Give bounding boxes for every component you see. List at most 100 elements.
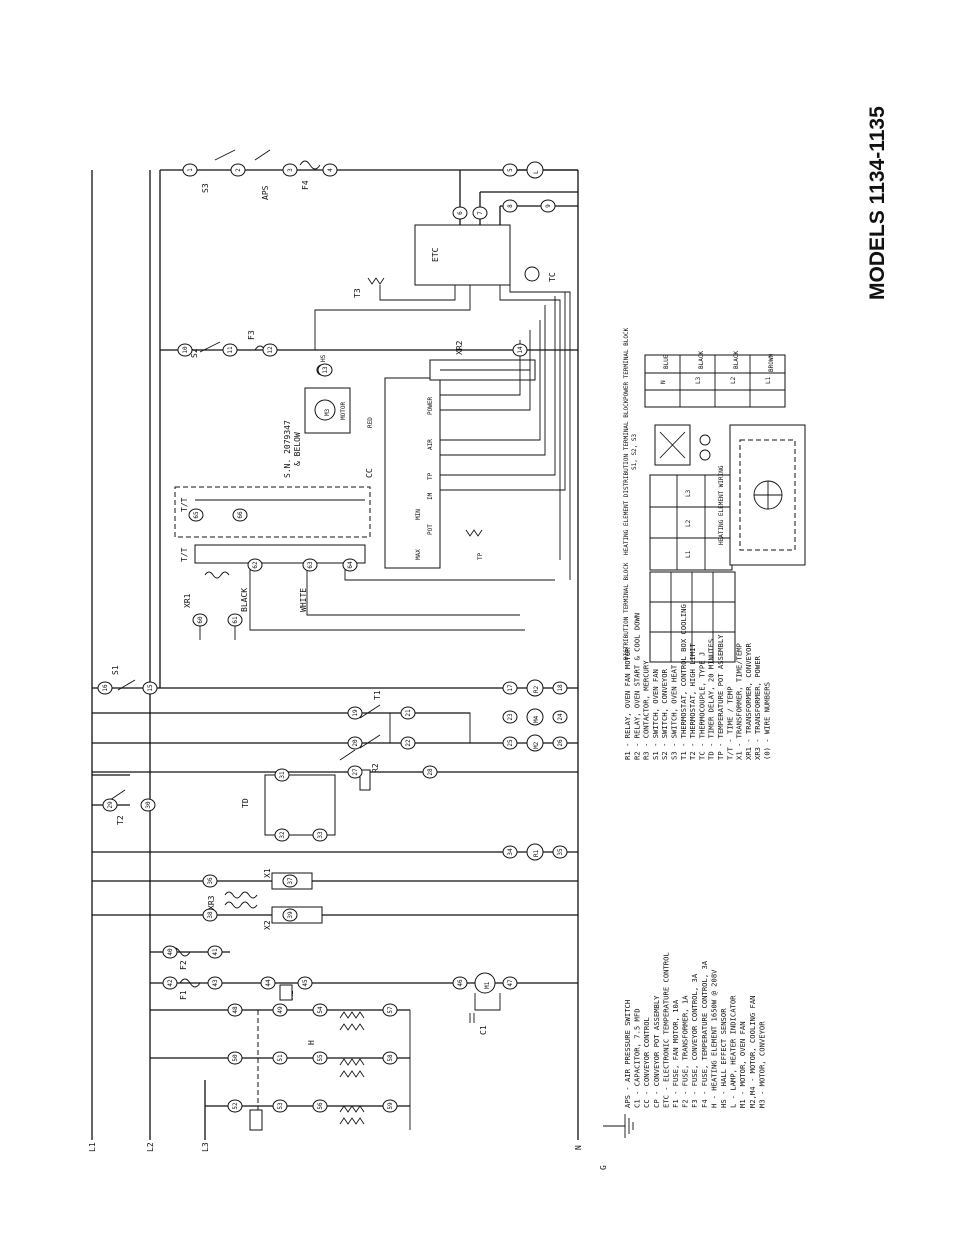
wire-number-bubble [452, 206, 468, 220]
svg-text:L3: L3 [685, 489, 692, 497]
wire-number-bubble [312, 1003, 328, 1017]
svg-text:XR3: XR3 [207, 895, 216, 910]
wire-number-label: 60 [197, 616, 204, 624]
f4-label: F4 [301, 180, 310, 190]
svg-text:TD: TD [241, 798, 250, 808]
svg-text:L3: L3 [695, 376, 702, 384]
legend-entry: S2 - SWITCH, CONVEYOR [660, 668, 669, 760]
wire-number-bubble [182, 163, 198, 177]
wire-number-label: 28 [427, 768, 434, 776]
wire-number-label: 27 [352, 768, 359, 776]
wire-number-bubble [230, 163, 246, 177]
legend-entry: ETC - ELECTRONIC TEMPERATURE CONTROL [661, 952, 670, 1108]
wire-number-bubble [552, 681, 568, 695]
wire-number-bubble [312, 1099, 328, 1113]
svg-text:BLUE: BLUE [663, 354, 670, 369]
wire-number-bubble [502, 976, 518, 990]
wire-number-label: 32 [279, 831, 286, 839]
wire-number-bubble [502, 845, 518, 859]
svg-text:HS: HS [320, 354, 327, 362]
svg-text:M1: M1 [484, 981, 491, 989]
wire-number-label: 5 [507, 168, 514, 172]
legend-entry: T/T - TIME / TEMP [725, 686, 734, 760]
aps-switch [254, 149, 271, 161]
legend-entry: R1 - RELAY, OVEN FAN MOTOR [623, 647, 632, 760]
wire-number-label: 35 [557, 848, 564, 856]
wire-number-label: 59 [387, 1102, 394, 1110]
s3-label: S3 [201, 183, 210, 193]
svg-text:BLACK: BLACK [733, 351, 740, 369]
legend-entry: XR3 - TRANSFORMER, POWER [753, 655, 762, 760]
svg-text:MIN: MIN [415, 509, 422, 520]
svg-text:F2: F2 [179, 960, 188, 970]
wire-number-label: 52 [232, 1102, 239, 1110]
legend-entry: XR1 - TRANSFORMER, CONVEYOR [744, 642, 753, 760]
etc-controller [414, 224, 511, 286]
tt-dashed-box [174, 486, 371, 538]
x-coil-2 [224, 901, 258, 909]
svg-text:X1: X1 [263, 868, 272, 878]
lamp-l [526, 161, 544, 179]
wire-number-bubble [502, 163, 518, 177]
wire-number-label: 45 [302, 979, 309, 987]
legend-entry: F2 - FUSE, TRANSFORMER, 1A [681, 995, 690, 1108]
label-g: G [599, 1165, 608, 1170]
wire-number-label: 54 [317, 1006, 324, 1014]
legend-entry: CP - CONVEYOR POT ASSEMBLY [652, 995, 661, 1108]
aps-label: APS [261, 185, 270, 200]
wire-number-bubble [162, 945, 178, 959]
svg-text:X2: X2 [263, 920, 272, 930]
s1-label: S1 [111, 665, 120, 675]
r2-coil [526, 679, 544, 697]
wire-number-label: 2 [235, 168, 242, 172]
svg-text:& BELOW: & BELOW [293, 432, 302, 466]
wire-number-bubble [227, 1003, 243, 1017]
f1-fuse [179, 978, 201, 988]
element-c [339, 1023, 365, 1031]
td-box [264, 774, 336, 836]
svg-text:R2: R2 [533, 685, 540, 693]
svg-text:POT: POT [427, 524, 434, 535]
distribution-terminal-block: DISTRIBUTION TERMINAL BLOCK [623, 562, 736, 663]
svg-text:POWER: POWER [427, 397, 434, 415]
m3-motor-box [304, 387, 351, 434]
wire-number-bubble [540, 199, 556, 213]
wire-number-bubble [282, 163, 298, 177]
cc-label: CC [365, 468, 374, 478]
wire-number-label: 55 [317, 1054, 324, 1062]
wire-number-bubble [347, 765, 363, 779]
legend-entry: M3 - MOTOR, CONVEYOR [757, 1021, 766, 1108]
wire-number-label: 24 [557, 713, 564, 721]
wire-number-bubble [382, 1003, 398, 1017]
svg-text:MOTOR: MOTOR [340, 402, 347, 420]
svg-text:HEATING ELEMENT WIRING: HEATING ELEMENT WIRING [718, 465, 725, 545]
wire-number-label: 25 [507, 739, 514, 747]
wire-number-bubble [322, 163, 338, 177]
svg-text:TP: TP [427, 472, 434, 480]
wire-number-label: 53 [277, 1102, 284, 1110]
r2-contact [359, 734, 381, 749]
wire-number-label: 57 [387, 1006, 394, 1014]
wire-number-label: 6 [457, 211, 464, 215]
wire-number-bubble [422, 765, 438, 779]
timer-delay-section: TD T2 R2 T1 [109, 690, 471, 836]
wire-number-label: 16 [102, 684, 109, 692]
wire-number-label: 11 [227, 346, 234, 354]
wire-number-label: 3 [287, 168, 294, 172]
wire-number-label: 1 [187, 168, 194, 172]
wire-number-label: 9 [545, 204, 552, 208]
wire-number-bubble [382, 1099, 398, 1113]
wire-number-bubble [222, 343, 238, 357]
s2-switch [199, 341, 221, 353]
wire-number-bubble [227, 1099, 243, 1113]
etc-section: ETC TC T3 [159, 169, 578, 688]
tp-pot [465, 529, 483, 537]
legend-entry: TP - TEMPERATURE POT ASSEMBLY [716, 634, 725, 760]
svg-text:POWER TERMINAL BLOCK: POWER TERMINAL BLOCK [623, 327, 630, 400]
wire-number-bubble [552, 736, 568, 750]
wire-number-label: 42 [167, 979, 174, 987]
legend-entry: HS - HALL EFFECT SENSOR [719, 1008, 728, 1108]
wire-number-label: 10 [182, 346, 189, 354]
element-a [339, 1011, 365, 1019]
